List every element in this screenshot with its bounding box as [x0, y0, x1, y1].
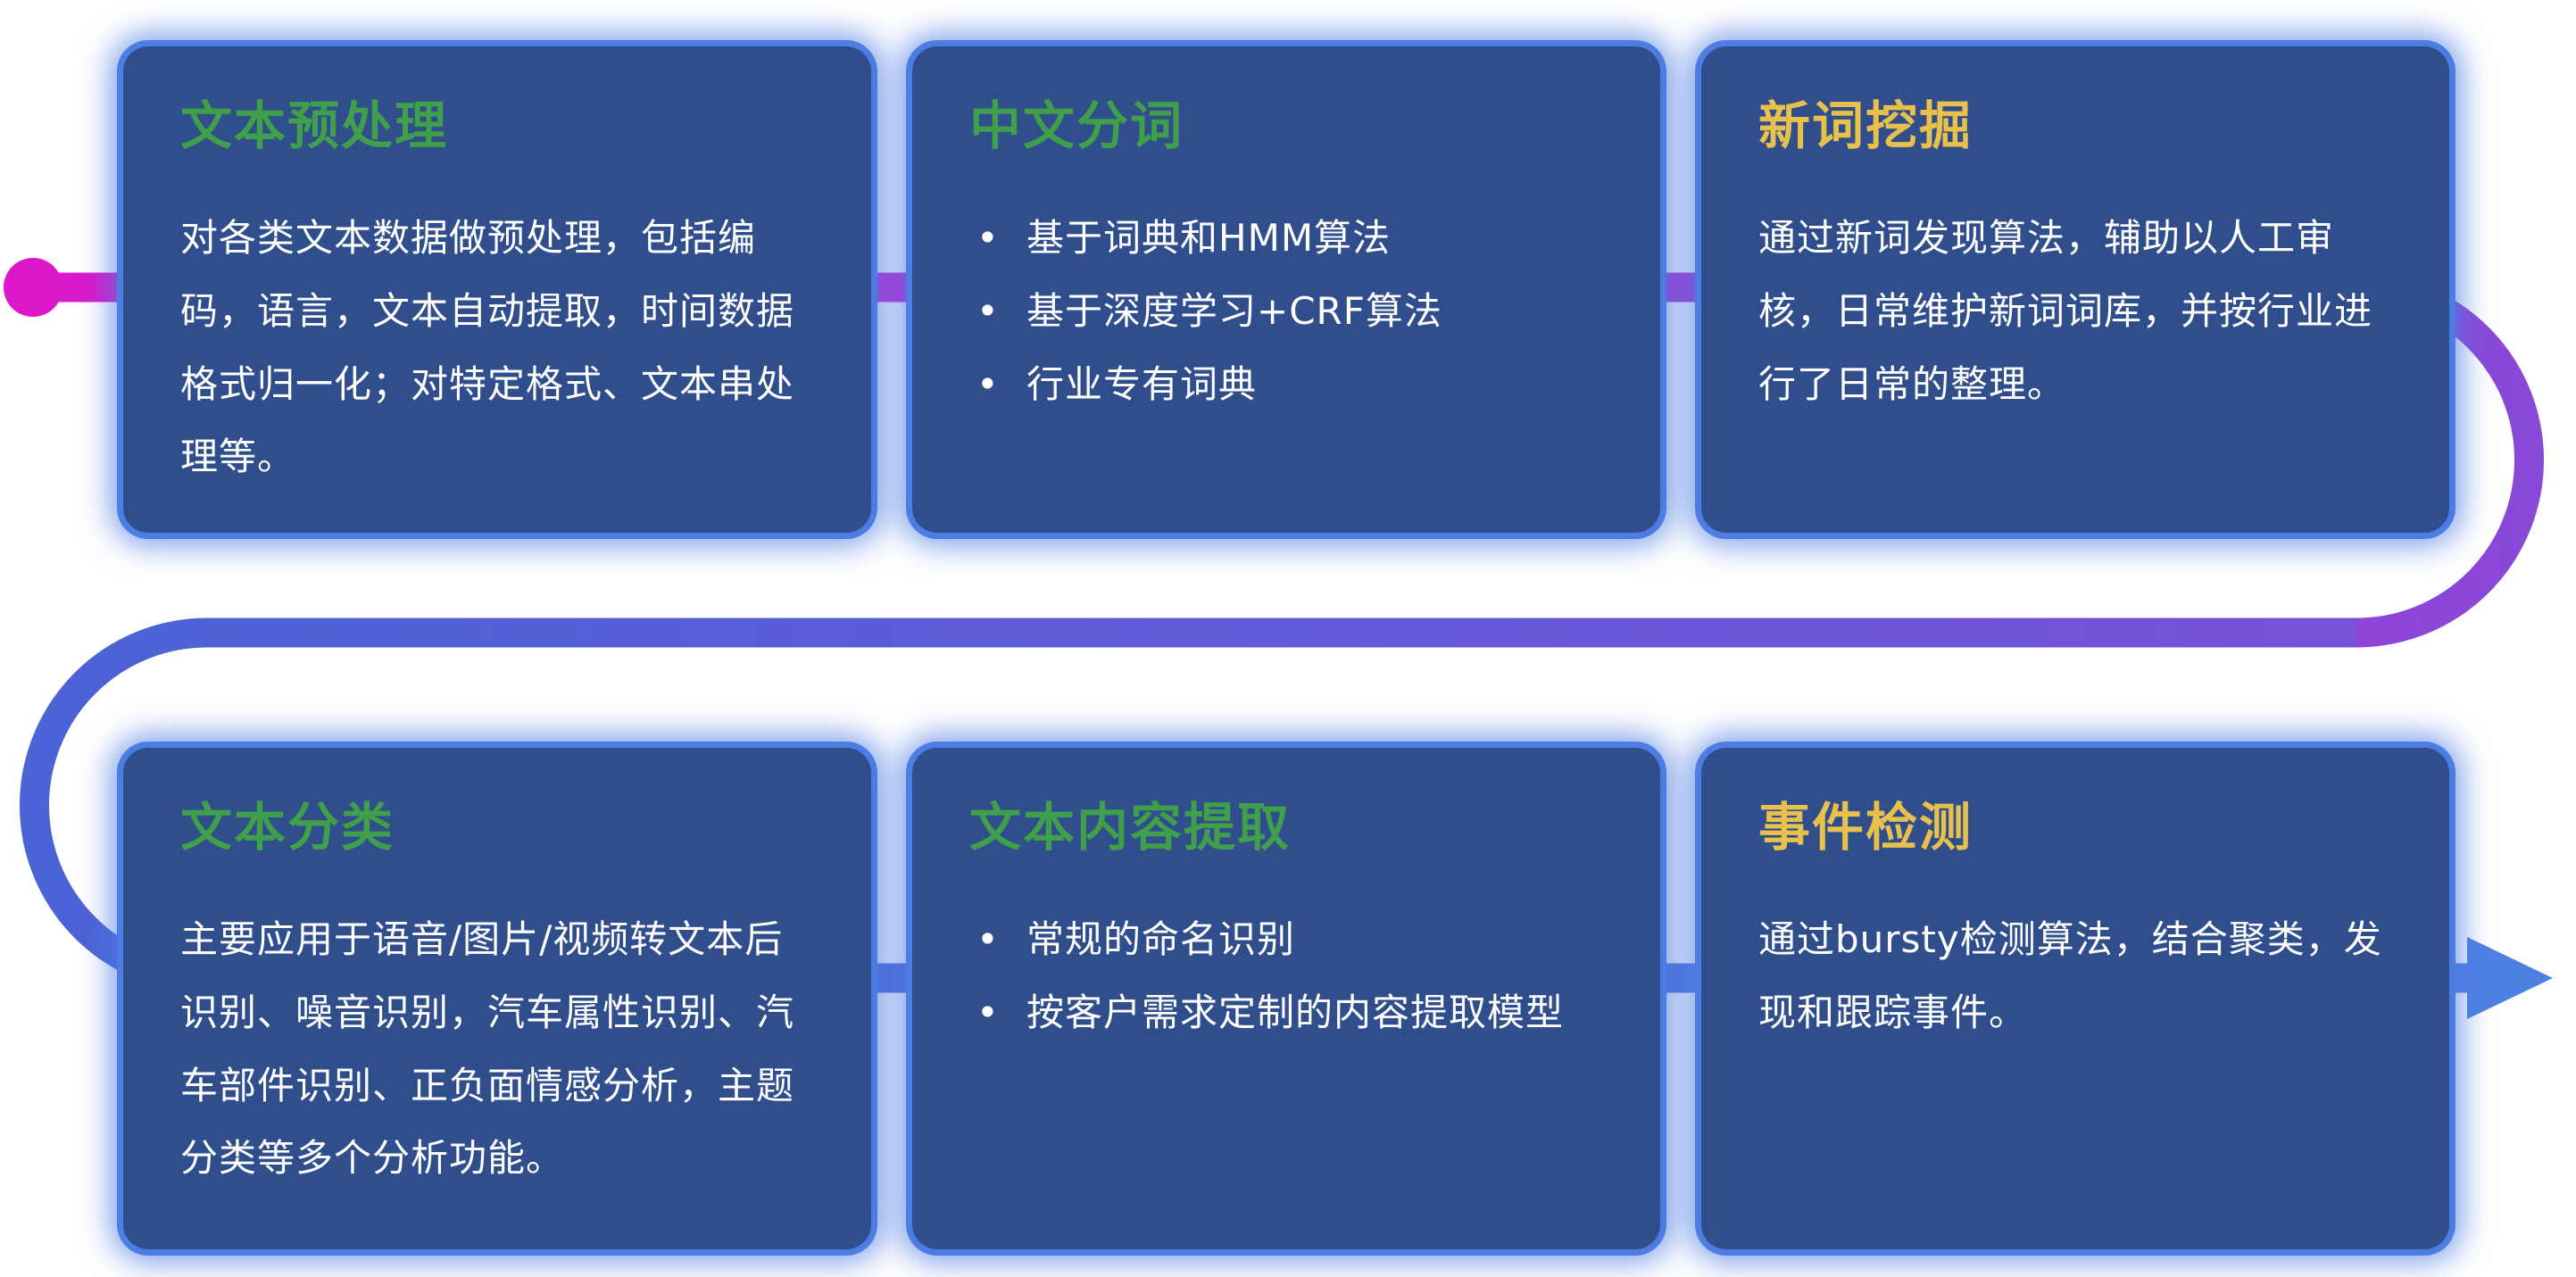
card-title: 新词挖掘 [1758, 95, 1974, 156]
bullet-item: 基于深度学习+CRF算法 [969, 275, 1603, 348]
flow-start-dot-icon [4, 258, 62, 317]
bullet-item: 按客户需求定制的内容提取模型 [969, 976, 1603, 1049]
card-text-classification: 文本分类 主要应用于语音/图片/视频转文本后识别、噪音识别，汽车属性识别、汽车部… [123, 748, 871, 1249]
card-paragraph: 通过bursty检测算法，结合聚类，发现和跟踪事件。 [1758, 916, 2382, 1034]
card-text-content-extraction: 文本内容提取 常规的命名识别 按客户需求定制的内容提取模型 [912, 748, 1660, 1249]
card-title: 文本分类 [180, 797, 395, 858]
card-bullet-list: 常规的命名识别 按客户需求定制的内容提取模型 [969, 903, 1603, 1049]
bullet-item: 基于词典和HMM算法 [969, 202, 1603, 275]
card-chinese-word-segmentation: 中文分词 基于词典和HMM算法 基于深度学习+CRF算法 行业专有词典 [912, 46, 1660, 533]
card-paragraph: 通过新词发现算法，辅助以人工审核，日常维护新词词库，并按行业进行了日常的整理。 [1758, 215, 2373, 406]
card-paragraph: 对各类文本数据做预处理，包括编码，语言，文本自动提取，时间数据格式归一化；对特定… [180, 215, 795, 479]
card-bullet-list: 基于词典和HMM算法 基于深度学习+CRF算法 行业专有词典 [969, 202, 1603, 421]
bullet-item: 行业专有词典 [969, 348, 1603, 421]
card-title: 中文分词 [969, 95, 1184, 156]
bullet-item: 常规的命名识别 [969, 903, 1603, 976]
card-paragraph: 主要应用于语音/图片/视频转文本后识别、噪音识别，汽车属性识别、汽车部件识别、正… [180, 916, 795, 1181]
card-title: 文本预处理 [180, 95, 449, 156]
card-text-preprocessing: 文本预处理 对各类文本数据做预处理，包括编码，语言，文本自动提取，时间数据格式归… [123, 46, 871, 533]
card-title: 事件检测 [1758, 797, 1974, 858]
card-event-detection: 事件检测 通过bursty检测算法，结合聚类，发现和跟踪事件。 [1701, 748, 2449, 1249]
card-new-word-mining: 新词挖掘 通过新词发现算法，辅助以人工审核，日常维护新词词库，并按行业进行了日常… [1701, 46, 2449, 533]
card-title: 文本内容提取 [969, 797, 1292, 858]
flow-arrow-icon [2467, 937, 2553, 1019]
